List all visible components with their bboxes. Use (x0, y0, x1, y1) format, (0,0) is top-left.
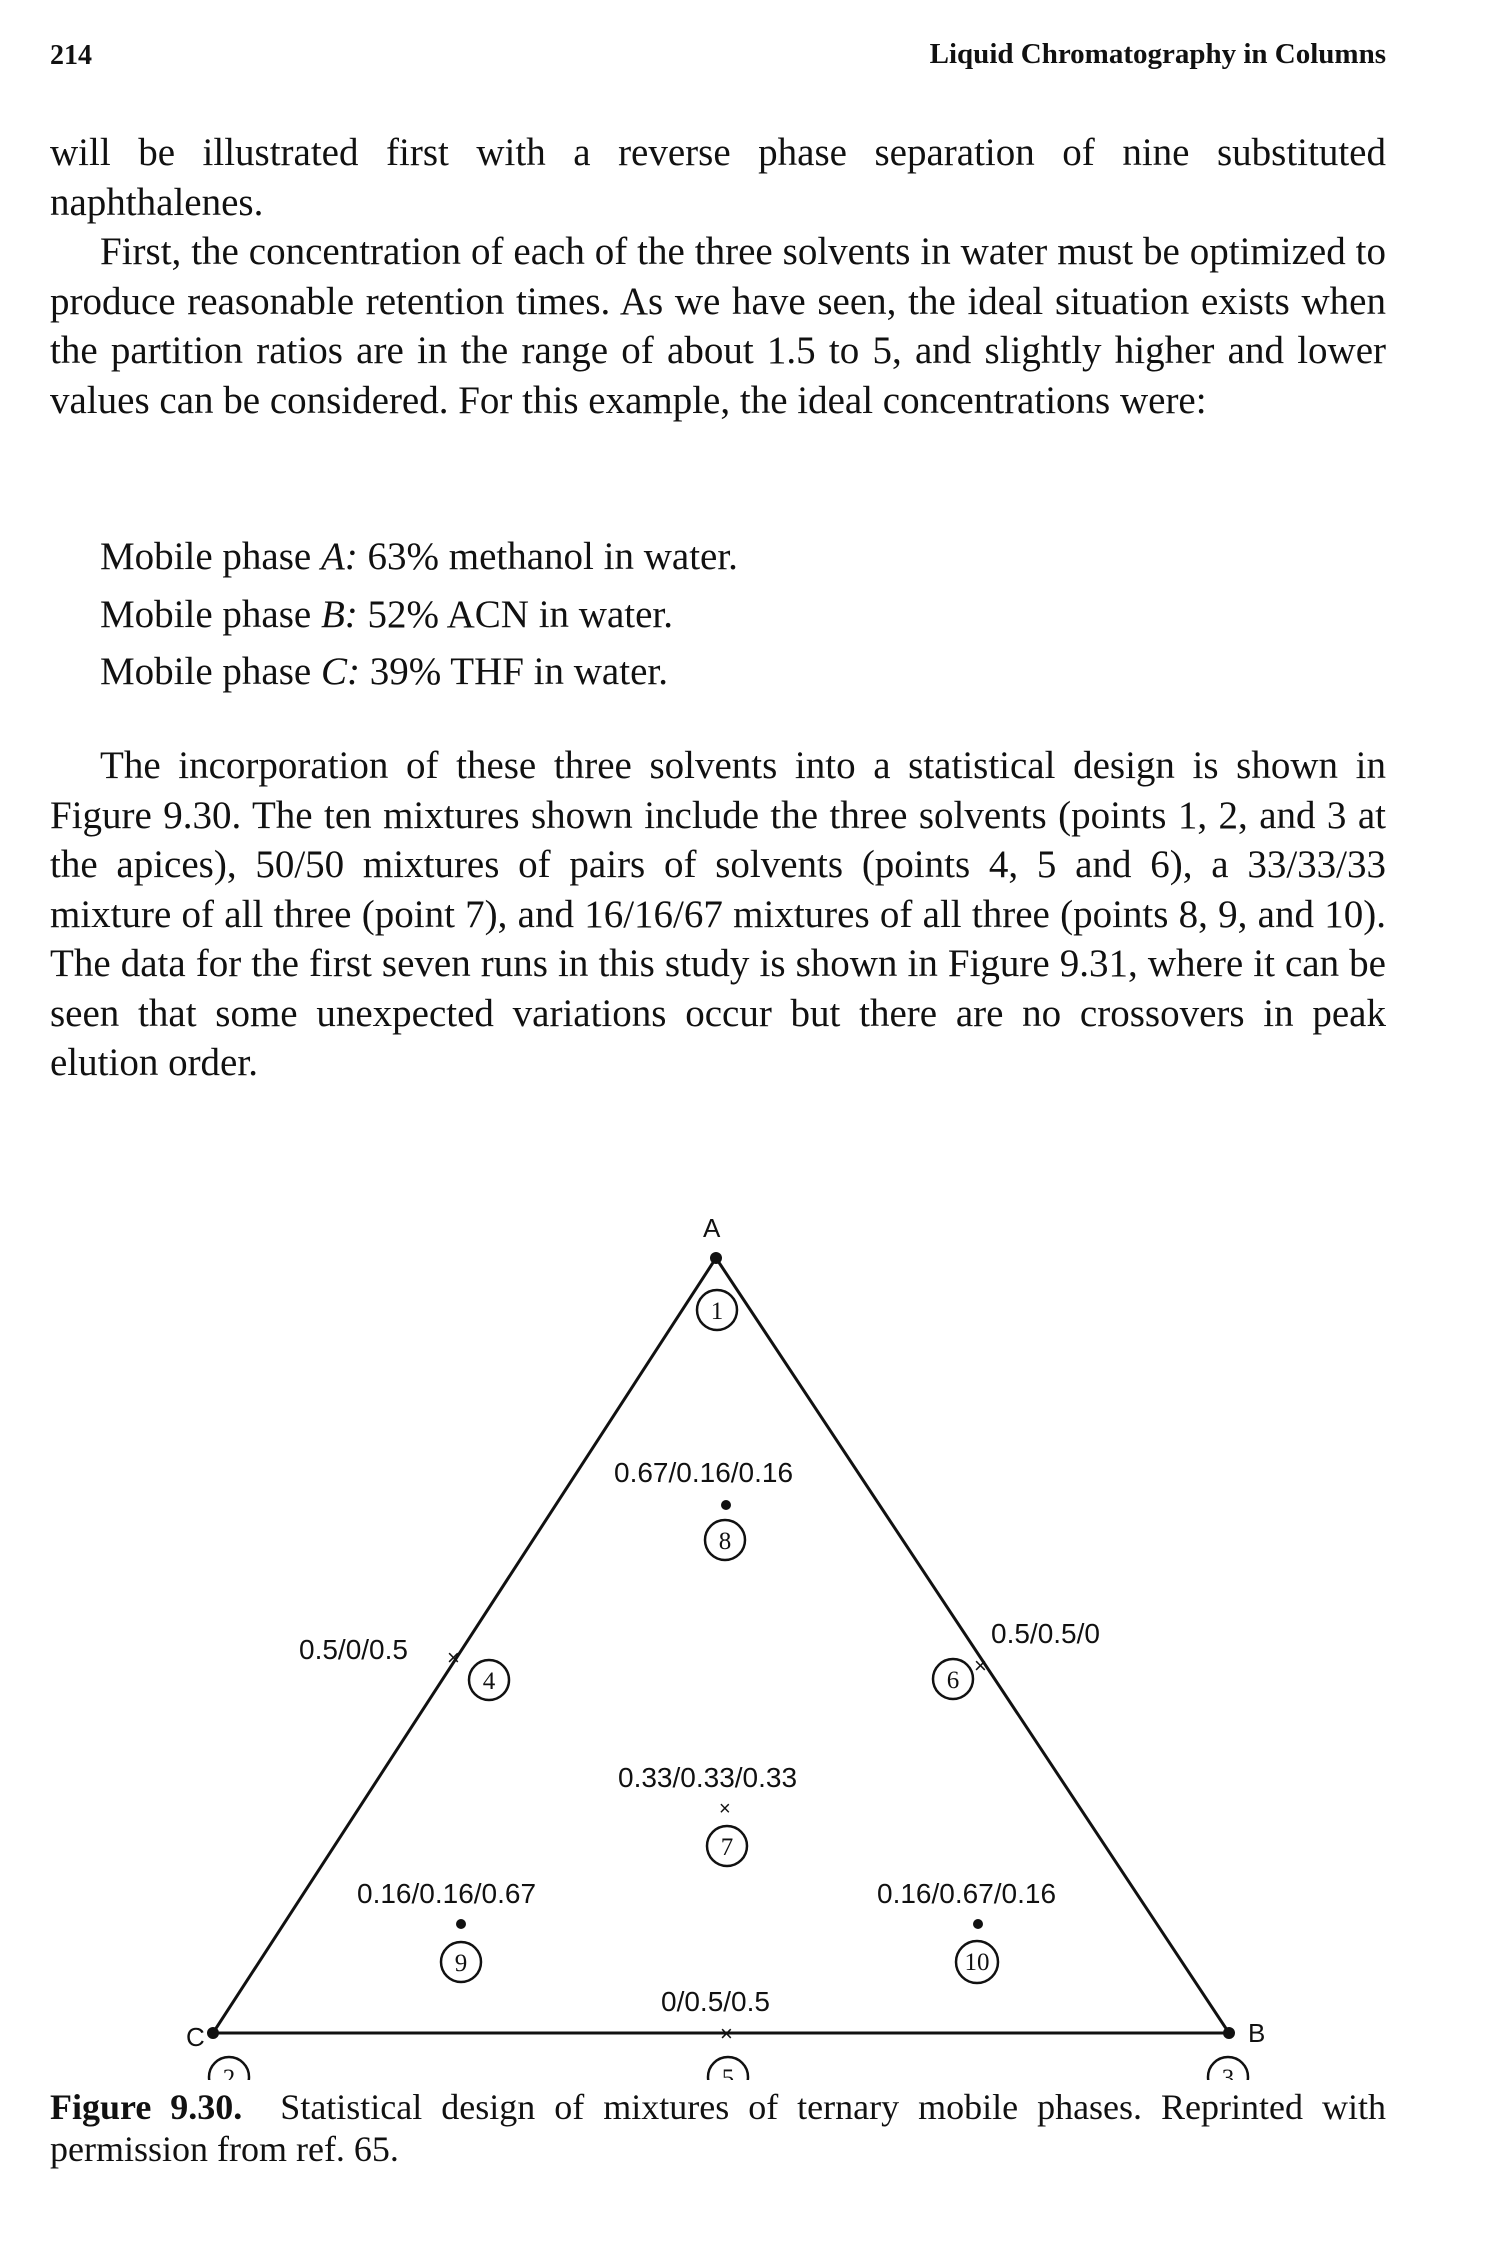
point-7-marker: × (719, 1798, 731, 1820)
point-8-dot (721, 1500, 731, 1510)
point-5-marker: × (720, 2021, 733, 2046)
point-8-number: 8 (719, 1528, 732, 1555)
point-5-badge: 5 (706, 2055, 750, 2080)
point-6-number: 6 (947, 1667, 960, 1694)
mobile-phase-var: B: (320, 592, 358, 636)
mobile-phase-list: Mobile phase A: 63% methanol in water. M… (100, 528, 738, 701)
point-10-dot (973, 1919, 983, 1929)
mobile-phase-description: 52% ACN in water. (357, 592, 673, 636)
point-8-badge: 8 (703, 1518, 747, 1562)
ratio-label-7: 0.33/0.33/0.33 (618, 1762, 797, 1793)
point-6-marker: × (974, 1653, 987, 1678)
point-7-badge: 7 (705, 1824, 749, 1868)
ratio-label-6: 0.5/0.5/0 (991, 1618, 1100, 1649)
point-9-dot (456, 1919, 466, 1929)
edge-a-b (714, 1257, 1231, 2034)
point-10-number: 10 (965, 1949, 990, 1976)
paragraph-text: The incorporation of these three solvent… (50, 744, 1386, 1084)
point-4-marker: × (447, 1645, 460, 1670)
mobile-phase-description: 39% THF in water. (359, 650, 668, 693)
ratio-label-5: 0/0.5/0.5 (661, 1986, 770, 2017)
ratio-label-4: 0.5/0/0.5 (299, 1634, 408, 1665)
mobile-phase-var: A: (320, 535, 358, 578)
figure-caption-label: Figure 9.30. (50, 2087, 243, 2127)
ratio-label-8: 0.67/0.16/0.16 (614, 1457, 793, 1488)
point-5-number: 5 (722, 2065, 735, 2080)
page-number: 214 (50, 40, 92, 71)
mobile-phase-prefix: Mobile phase (100, 650, 321, 693)
paragraph-2: First, the concentration of each of the … (50, 227, 1386, 425)
paragraph-3: The incorporation of these three solvent… (50, 741, 1386, 1088)
point-7-number: 7 (721, 1834, 734, 1861)
point-4-badge: 4 (467, 1658, 511, 1702)
point-2-badge: 2 (207, 2055, 251, 2080)
ratio-label-10: 0.16/0.67/0.16 (877, 1878, 1056, 1909)
figure-caption-text: Statistical design of mixtures of ternar… (50, 2087, 1395, 2169)
vertex-c-dot (207, 2027, 219, 2039)
edge-a-c (211, 1257, 718, 2034)
point-6-badge: 6 (931, 1657, 975, 1701)
point-1-number: 1 (711, 1298, 724, 1325)
ternary-design-diagram: A B C × × × × 0.67/0.16/0.16 0.5/0/0.5 0… (186, 1213, 1265, 2080)
point-10-badge: 10 (954, 1939, 1000, 1985)
mobile-phase-description: 63% methanol in water. (357, 535, 738, 578)
paragraph-text: will be illustrated first with a reverse… (50, 131, 1386, 224)
point-3-number: 3 (1222, 2065, 1235, 2080)
figure-caption: Figure 9.30. Statistical design of mixtu… (50, 2086, 1386, 2170)
point-4-number: 4 (483, 1668, 496, 1695)
vertex-c-label: C (186, 2022, 205, 2052)
ratio-label-9: 0.16/0.16/0.67 (357, 1878, 536, 1909)
mobile-phase-c: Mobile phase C: 39% THF in water. (100, 643, 738, 701)
point-3-badge: 3 (1206, 2055, 1250, 2080)
mobile-phase-prefix: Mobile phase (100, 592, 321, 636)
mobile-phase-b: Mobile phase B: 52% ACN in water. (100, 586, 738, 644)
vertex-a-dot (710, 1252, 722, 1264)
point-9-number: 9 (455, 1950, 468, 1977)
mobile-phase-var: C: (320, 650, 360, 693)
point-9-badge: 9 (439, 1940, 483, 1984)
vertex-a-label: A (703, 1213, 721, 1243)
running-title: Liquid Chromatography in Columns (929, 38, 1386, 70)
paragraph-text: First, the concentration of each of the … (50, 230, 1386, 422)
paragraph-1: will be illustrated first with a reverse… (50, 128, 1386, 227)
vertex-b-dot (1223, 2027, 1235, 2039)
mobile-phase-prefix: Mobile phase (100, 535, 321, 578)
vertex-b-label: B (1248, 2018, 1265, 2048)
point-2-number: 2 (223, 2065, 236, 2080)
mobile-phase-a: Mobile phase A: 63% methanol in water. (100, 528, 738, 586)
point-1-badge: 1 (695, 1288, 739, 1332)
